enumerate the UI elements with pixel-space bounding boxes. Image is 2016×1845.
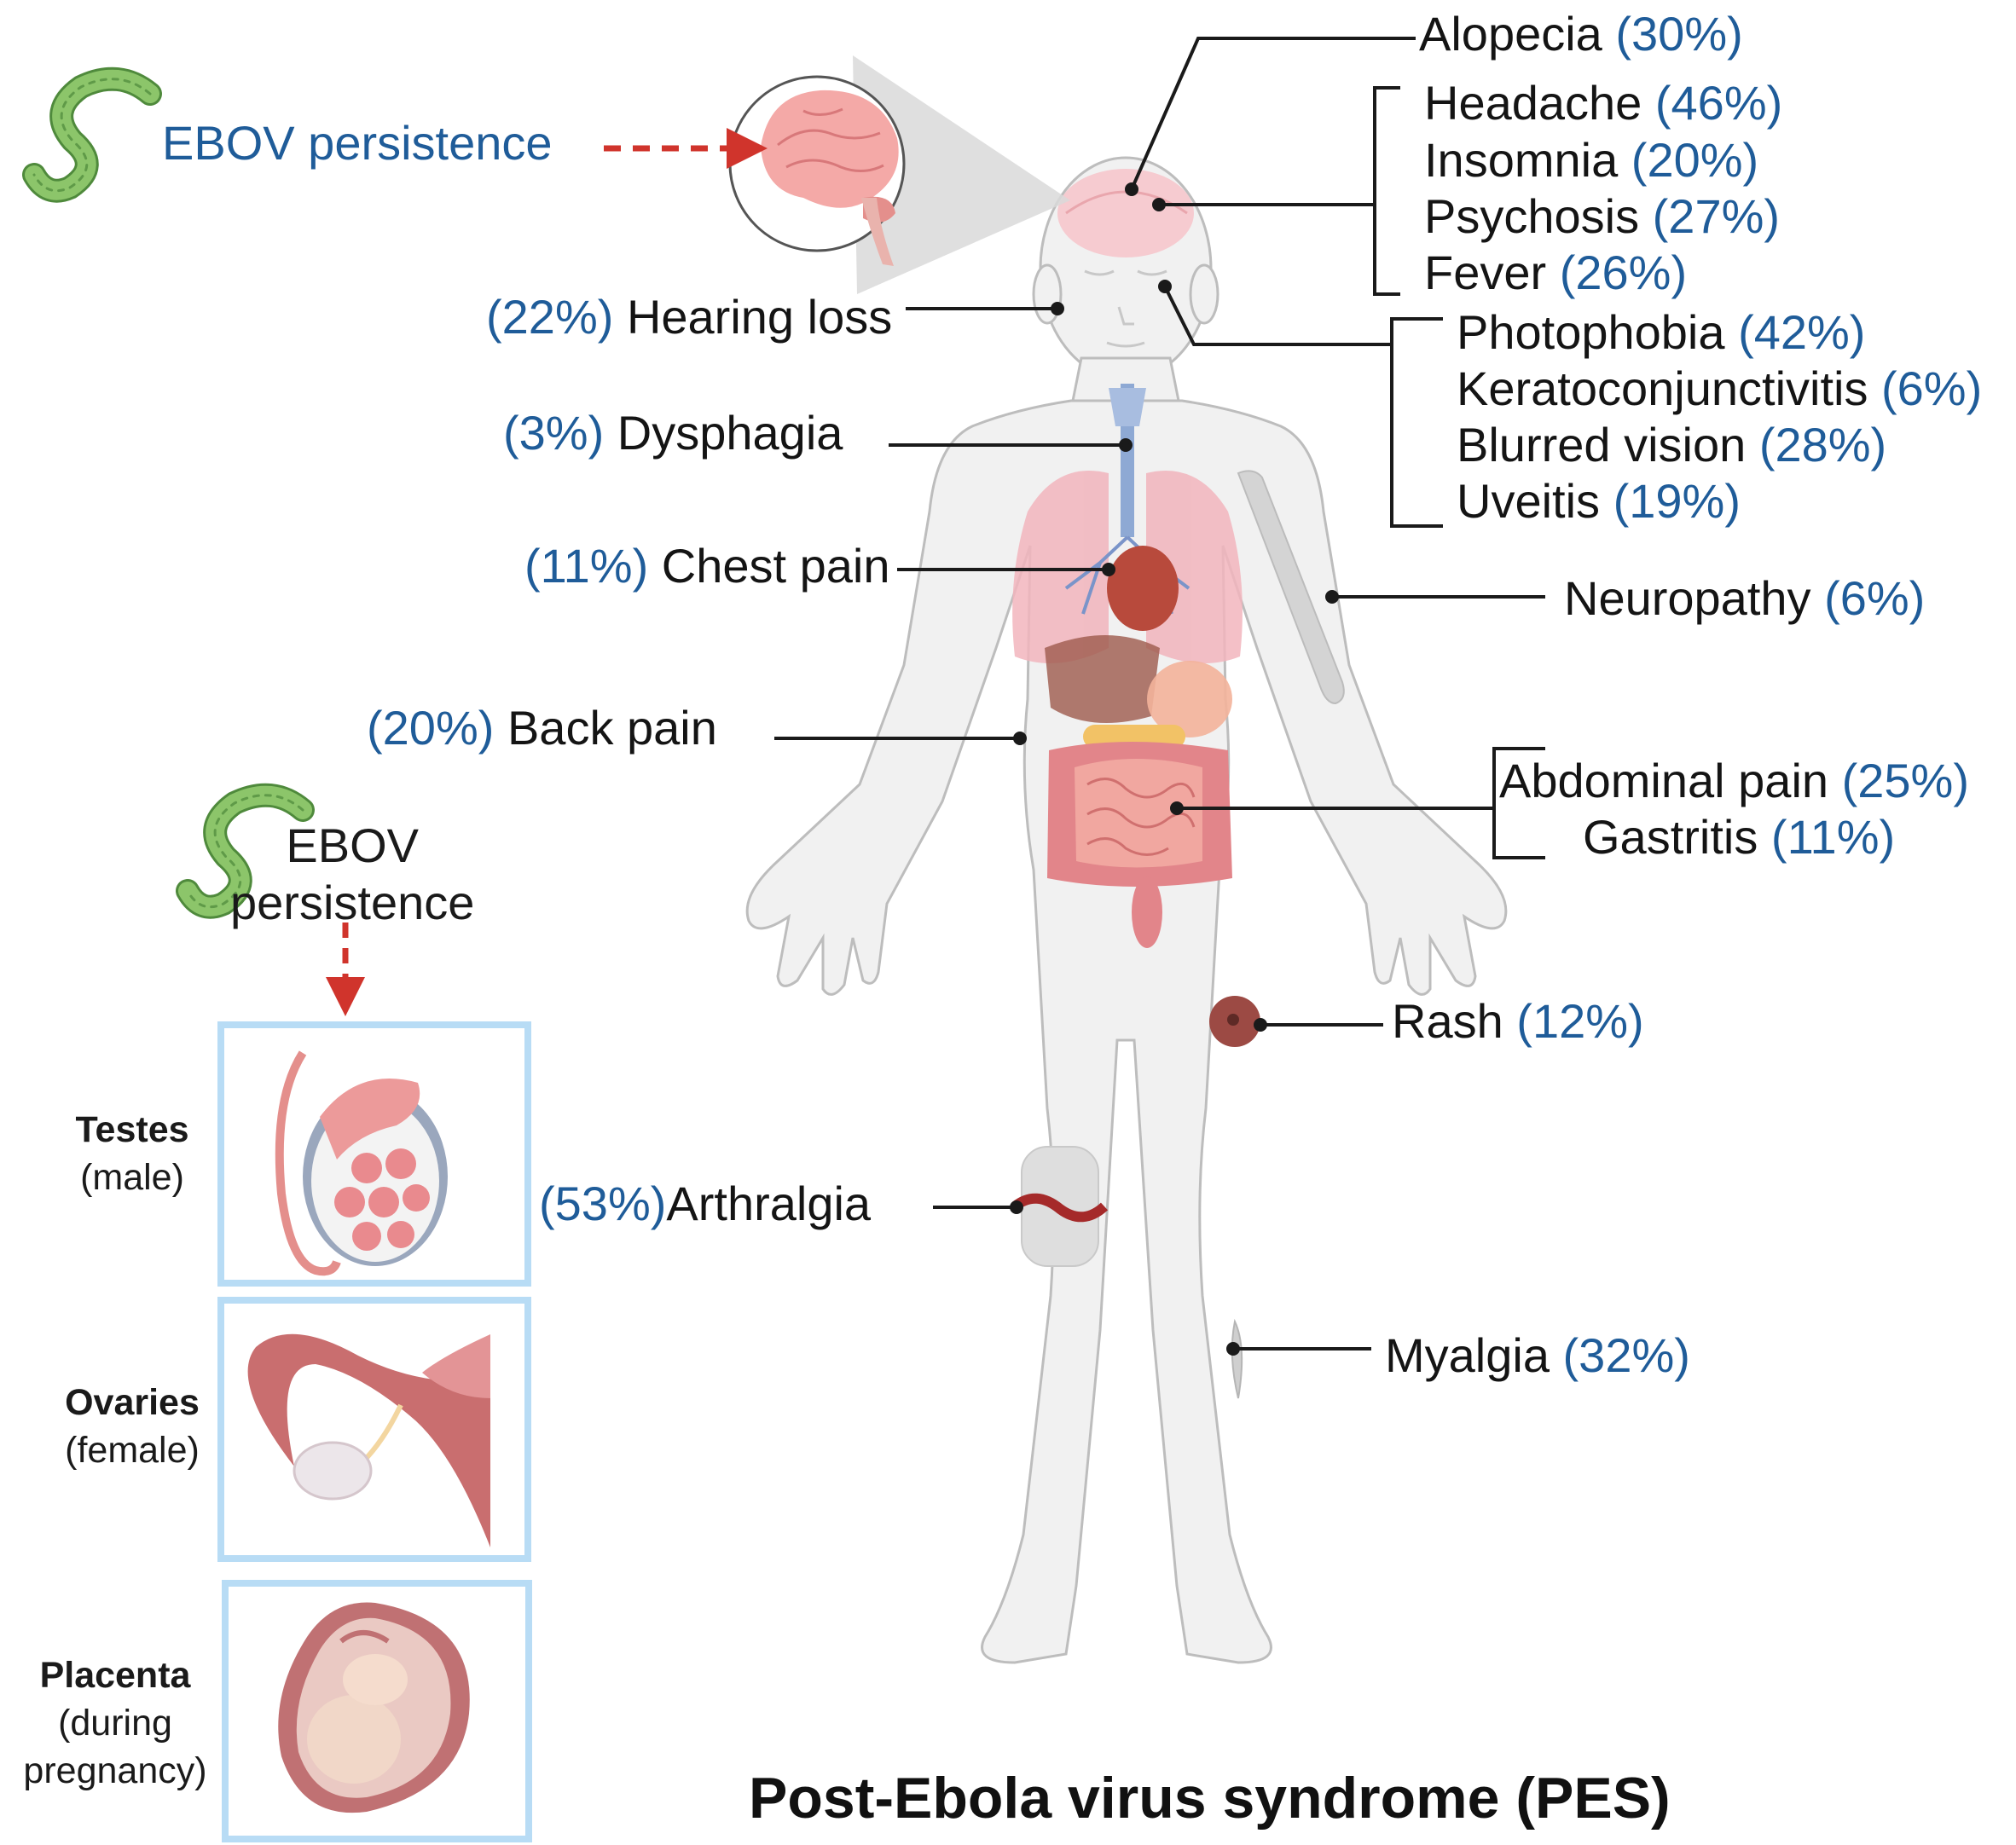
label-neuropathy: Neuropathy (6%) [1564,575,1925,622]
stomach [1147,661,1232,737]
placenta-name: Placenta [39,1655,191,1696]
psychosis-pct: (27%) [1652,189,1781,243]
testes-detail: (male) [80,1156,184,1198]
ebola-virus-icon-lower [176,783,315,919]
placenta-detail-1: (during [58,1702,172,1744]
myalgia-name: Myalgia [1385,1328,1550,1382]
arthralgia-pct: (53%) [539,1177,667,1230]
arm-muscle [1237,470,1345,705]
neuropathy-pct: (6%) [1824,571,1926,625]
rash-pct: (12%) [1516,994,1644,1048]
label-psychosis: Psychosis (27%) [1424,193,1780,240]
leader-lines [774,37,1545,1356]
label-headache: Headache (46%) [1424,79,1782,127]
liver [1045,635,1160,723]
ovaries-detail: (female) [65,1429,200,1471]
headache-pct: (46%) [1654,76,1783,130]
alopecia-pct: (30%) [1615,7,1743,61]
ebola-virus-icon [22,67,162,203]
chest-pain-pct: (11%) [524,539,649,593]
gastritis-name: Gastritis [1583,810,1758,864]
brain-in-head [1057,169,1194,257]
back-pain-pct: (20%) [367,701,495,755]
hearing-loss-name: Hearing loss [626,290,893,344]
photophobia-pct: (42%) [1738,305,1866,359]
ovaries-illustration [247,1333,490,1547]
label-insomnia: Insomnia (20%) [1424,136,1758,184]
persistence-arrow-brain [604,128,768,169]
persistence-line-1: EBOV [286,818,419,872]
ebov-persistence-label-top: EBOV persistence [162,116,553,170]
ovaries-name: Ovaries [65,1382,200,1423]
brain-detail [761,90,899,266]
back-pain-name: Back pain [507,701,717,755]
myalgia-pct: (32%) [1562,1328,1690,1382]
photophobia-name: Photophobia [1457,305,1725,359]
insomnia-name: Insomnia [1424,133,1619,187]
uveitis-pct: (19%) [1613,474,1741,528]
label-chest-pain: (11%) Chest pain [524,542,890,590]
label-back-pain: (20%) Back pain [367,704,717,752]
fever-pct: (26%) [1559,246,1688,299]
keratoconjunctivitis-pct: (6%) [1881,361,1983,415]
testes-illustration [275,1050,448,1276]
gastritis-pct: (11%) [1770,810,1896,864]
label-gastritis: Gastritis (11%) [1583,813,1895,861]
reservoir-testes-label: Testes (male) [34,1107,230,1202]
calf-muscle [1231,1318,1243,1399]
headache-name: Headache [1424,76,1642,130]
hearing-loss-pct: (22%) [486,290,614,344]
intestines [1047,742,1232,948]
chest-pain-name: Chest pain [661,539,890,593]
trachea [1109,384,1146,537]
label-dysphagia: (3%) Dysphagia [503,409,843,457]
fever-name: Fever [1424,246,1547,299]
reservoir-ovaries-label: Ovaries (female) [34,1379,230,1475]
persistence-arrow-reservoir [326,922,365,1016]
face [1084,269,1167,348]
abdominal-pain-pct: (25%) [1841,754,1969,807]
label-blurred-vision: Blurred vision (28%) [1457,421,1886,469]
neuropathy-name: Neuropathy [1564,571,1811,625]
label-keratoconjunctivitis: Keratoconjunctivitis (6%) [1457,365,1982,413]
heart [1107,546,1179,631]
placenta-detail-2: pregnancy) [23,1750,207,1791]
label-alopecia: Alopecia (30%) [1419,10,1743,58]
label-myalgia: Myalgia (32%) [1385,1332,1690,1379]
keratoconjunctivitis-name: Keratoconjunctivitis [1457,361,1868,415]
blurred-vision-name: Blurred vision [1457,418,1747,471]
magnifier-beam [853,55,1070,294]
placenta-illustration [278,1602,470,1813]
dysphagia-name: Dysphagia [617,406,843,460]
psychosis-name: Psychosis [1424,189,1640,243]
persistence-line-2: persistence [230,876,475,930]
reservoir-placenta-label: Placenta (during pregnancy) [0,1652,230,1796]
label-rash: Rash (12%) [1392,998,1644,1045]
uveitis-name: Uveitis [1457,474,1601,528]
label-uveitis: Uveitis (19%) [1457,477,1741,525]
abdominal-pain-name: Abdominal pain [1499,754,1829,807]
label-abdominal-pain: Abdominal pain (25%) [1499,757,1969,805]
label-hearing-loss: (22%) Hearing loss [486,293,892,341]
blurred-vision-pct: (28%) [1758,418,1887,471]
label-fever: Fever (26%) [1424,249,1687,297]
testes-name: Testes [75,1109,189,1150]
label-arthralgia: (53%)Arthralgia [539,1180,871,1228]
arthralgia-name: Arthralgia [666,1177,872,1230]
insomnia-pct: (20%) [1631,133,1759,187]
rash-name: Rash [1392,994,1503,1048]
ebov-persistence-label-left: EBOV persistence [230,817,474,931]
alopecia-name: Alopecia [1419,7,1602,61]
label-photophobia: Photophobia (42%) [1457,309,1865,356]
knee-joint [1011,1146,1109,1267]
figure-title: Post-Ebola virus syndrome (PES) [749,1766,1671,1831]
dysphagia-pct: (3%) [503,406,605,460]
